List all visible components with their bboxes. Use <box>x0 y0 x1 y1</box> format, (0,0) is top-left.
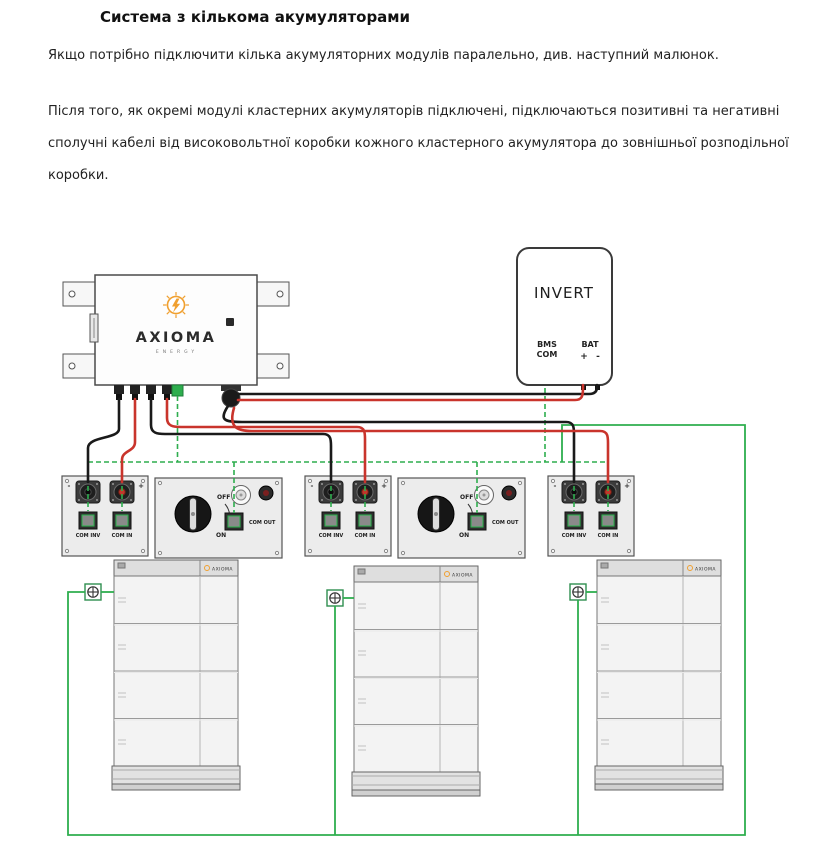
intro-paragraph: Якщо потрібно підключити кілька акумулят… <box>48 48 719 63</box>
negative-cable-battery2 <box>149 397 333 484</box>
wiring-diagram: - + COM INV COM IN <box>61 247 746 836</box>
negative-cable-battery3 <box>222 404 576 484</box>
inverter-title: INVERT <box>534 284 594 302</box>
switch-panel-1 <box>154 477 283 559</box>
switch-panel-2 <box>397 477 526 559</box>
inverter-box: INVERT BMS COM BAT + - <box>516 247 613 390</box>
positive-cable-battery3 <box>231 406 610 484</box>
bms-label-line2: COM <box>537 350 558 359</box>
battery-tower-1 <box>111 559 241 791</box>
battery-tower-2 <box>351 565 481 797</box>
positive-cable-battery1 <box>120 397 137 484</box>
battery-tower-3 <box>594 559 724 791</box>
body-paragraph: Після того, як окремі модулі кластерних … <box>48 104 789 183</box>
distribution-box: AXIOMA ENERGY <box>62 274 290 408</box>
hv-box-2 <box>304 475 392 557</box>
box-button <box>226 318 234 326</box>
ground-symbol-1 <box>84 583 102 601</box>
ground-wiring <box>67 424 746 836</box>
ground-symbol-3 <box>569 583 587 601</box>
distribution-box-brand-sub: ENERGY <box>156 349 198 355</box>
bat-minus-mark: - <box>596 352 600 362</box>
hv-box-3 <box>547 475 635 557</box>
positive-cable-inverter <box>236 383 585 402</box>
negative-cable-inverter <box>236 383 599 396</box>
hv-box-1 <box>61 475 149 557</box>
page-title: Система з кількома акумуляторами <box>100 8 411 26</box>
positive-cable-battery2 <box>165 397 367 484</box>
main-gland <box>221 388 241 408</box>
bat-plus-mark: + <box>580 352 588 362</box>
cable-glands <box>114 384 241 408</box>
axioma-logo-icon <box>163 292 189 318</box>
positive-cables <box>120 383 610 484</box>
comm-gland <box>171 384 184 397</box>
distribution-box-brand: AXIOMA <box>136 330 217 346</box>
negative-cable-battery1 <box>86 397 121 484</box>
bms-label-line1: BMS <box>537 340 557 349</box>
ground-symbol-2 <box>326 589 344 607</box>
bat-label: BAT <box>581 340 599 349</box>
